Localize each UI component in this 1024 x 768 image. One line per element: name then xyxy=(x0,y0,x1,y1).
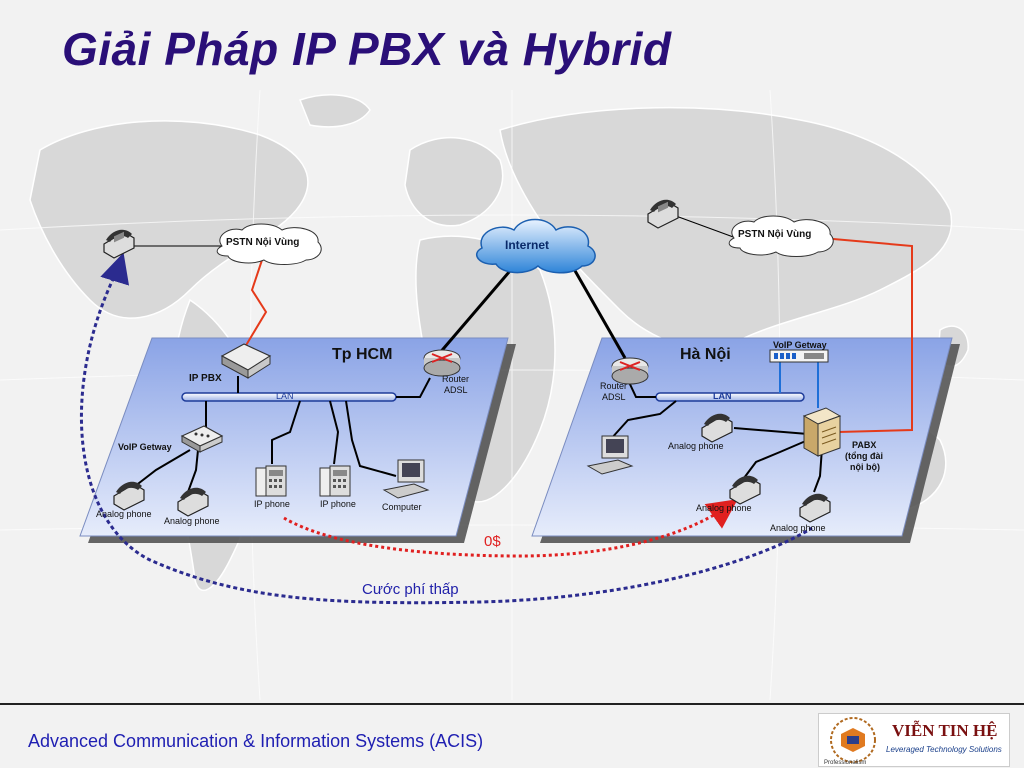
hanoi-router-icon xyxy=(611,357,649,385)
ip-pbx-label: IP PBX xyxy=(189,373,222,384)
hcm-router-label: Router xyxy=(442,374,470,384)
ip-pbx-device-icon xyxy=(220,343,272,379)
logo-name: VIỄN TIN HỆ xyxy=(892,721,998,740)
page-title: Giải Pháp IP PBX và Hybrid xyxy=(62,23,672,75)
hcm-city-label: Tp HCM xyxy=(332,346,393,363)
hanoi-analog-phone-3-label: Analog phone xyxy=(770,523,826,533)
hcm-computer-icon xyxy=(382,459,430,499)
company-logo xyxy=(818,713,1010,767)
internet-cloud xyxy=(476,218,596,274)
hanoi-pstn-cloud xyxy=(728,215,834,257)
hcm-ip-phone-2-icon xyxy=(319,465,351,497)
hanoi-voip-links xyxy=(779,362,819,408)
hanoi-city-label: Hà Nội xyxy=(680,346,731,363)
hanoi-top-phone-icon xyxy=(647,199,679,229)
hanoi-computer-icon xyxy=(586,435,634,475)
footer-divider xyxy=(0,703,1024,705)
hcm-analog-phone-2-label: Analog phone xyxy=(164,516,220,526)
hanoi-analog-phone-2-label: Analog phone xyxy=(696,503,752,513)
low-cost-label: Cước phí thấp xyxy=(362,581,459,598)
hcm-pstn-label: PSTN Nội Vùng xyxy=(226,237,300,248)
logo-tagline: Leveraged Technology Solutions xyxy=(886,745,1002,754)
internet-link-hanoi xyxy=(568,261,627,359)
logo-badge: Professionalism xyxy=(824,760,867,766)
hcm-pstn-link xyxy=(241,259,268,353)
hanoi-router-sub-label: ADSL xyxy=(602,392,626,402)
internet-label: Internet xyxy=(505,238,550,252)
hanoi-phone-pstn-line xyxy=(675,215,737,239)
hanoi-analog-phone-1-label: Analog phone xyxy=(668,441,724,451)
pabx-sub-label-2: nội bộ) xyxy=(850,462,880,472)
hcm-connections xyxy=(129,376,431,493)
low-cost-arrow-start xyxy=(100,252,130,286)
hanoi-connections xyxy=(609,379,823,493)
hcm-router-icon xyxy=(423,349,461,377)
hcm-voip-gateway-icon xyxy=(180,425,224,453)
hcm-lan-label: LAN xyxy=(276,391,294,401)
logo-emblem-icon xyxy=(830,717,876,763)
hanoi-analog-phone-3-icon xyxy=(799,493,831,523)
hcm-analog-phone-2-icon xyxy=(177,487,209,517)
hanoi-analog-phone-2-icon xyxy=(729,475,761,505)
hcm-router-sub-label: ADSL xyxy=(444,385,468,395)
hanoi-panel xyxy=(531,337,953,537)
hanoi-router-label: Router xyxy=(600,381,628,391)
zero-cost-path xyxy=(283,499,738,558)
hanoi-pstn-link xyxy=(821,237,913,433)
hcm-ip-phone-2-label: IP phone xyxy=(320,499,356,509)
hanoi-analog-phone-1-icon xyxy=(701,413,733,443)
hcm-computer-label: Computer xyxy=(382,502,422,512)
internet-link-hcm xyxy=(436,264,517,356)
pabx-server-icon xyxy=(802,407,842,457)
hcm-ip-phone-1-label: IP phone xyxy=(254,499,290,509)
hcm-analog-phone-1-icon xyxy=(113,481,145,511)
low-cost-path xyxy=(79,264,813,605)
footer-text: Advanced Communication & Information Sys… xyxy=(28,731,484,751)
hanoi-lan-label: LAN xyxy=(713,391,732,401)
pabx-sub-label-1: (tổng đài xyxy=(845,451,883,461)
hanoi-voip-gateway-label: VoIP Getway xyxy=(773,340,827,350)
hcm-top-phone-icon xyxy=(103,229,135,259)
hanoi-voip-gateway-icon xyxy=(769,349,829,363)
pabx-label: PABX xyxy=(852,440,877,450)
hcm-voip-gateway-label: VoIP Getway xyxy=(118,442,172,452)
hanoi-pstn-label: PSTN Nội Vùng xyxy=(738,229,812,240)
hcm-ip-phone-1-icon xyxy=(255,465,287,497)
hcm-pstn-cloud xyxy=(216,223,322,265)
zero-cost-label: 0$ xyxy=(484,533,501,550)
hcm-analog-phone-1-label: Analog phone xyxy=(96,509,152,519)
